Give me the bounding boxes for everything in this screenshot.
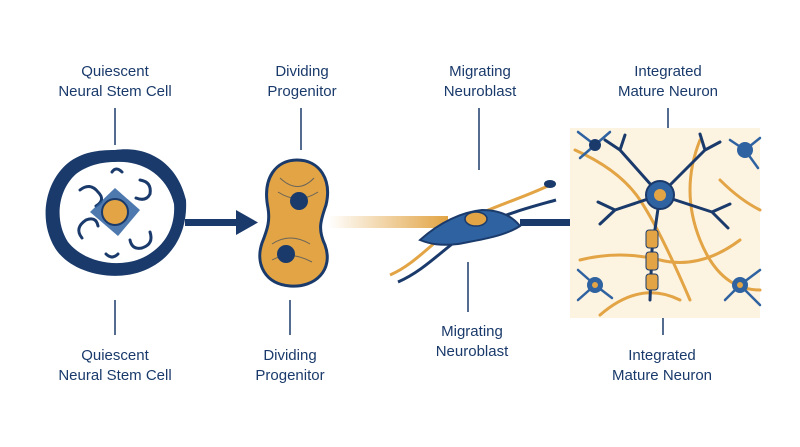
mature-neuron-network xyxy=(570,128,762,318)
arrow-stem-to-progenitor xyxy=(185,210,258,235)
migration-trail xyxy=(328,216,448,228)
neuroblast-illustration xyxy=(389,180,557,284)
stem-cell-illustration xyxy=(45,149,187,276)
progenitor-illustration xyxy=(258,158,329,288)
